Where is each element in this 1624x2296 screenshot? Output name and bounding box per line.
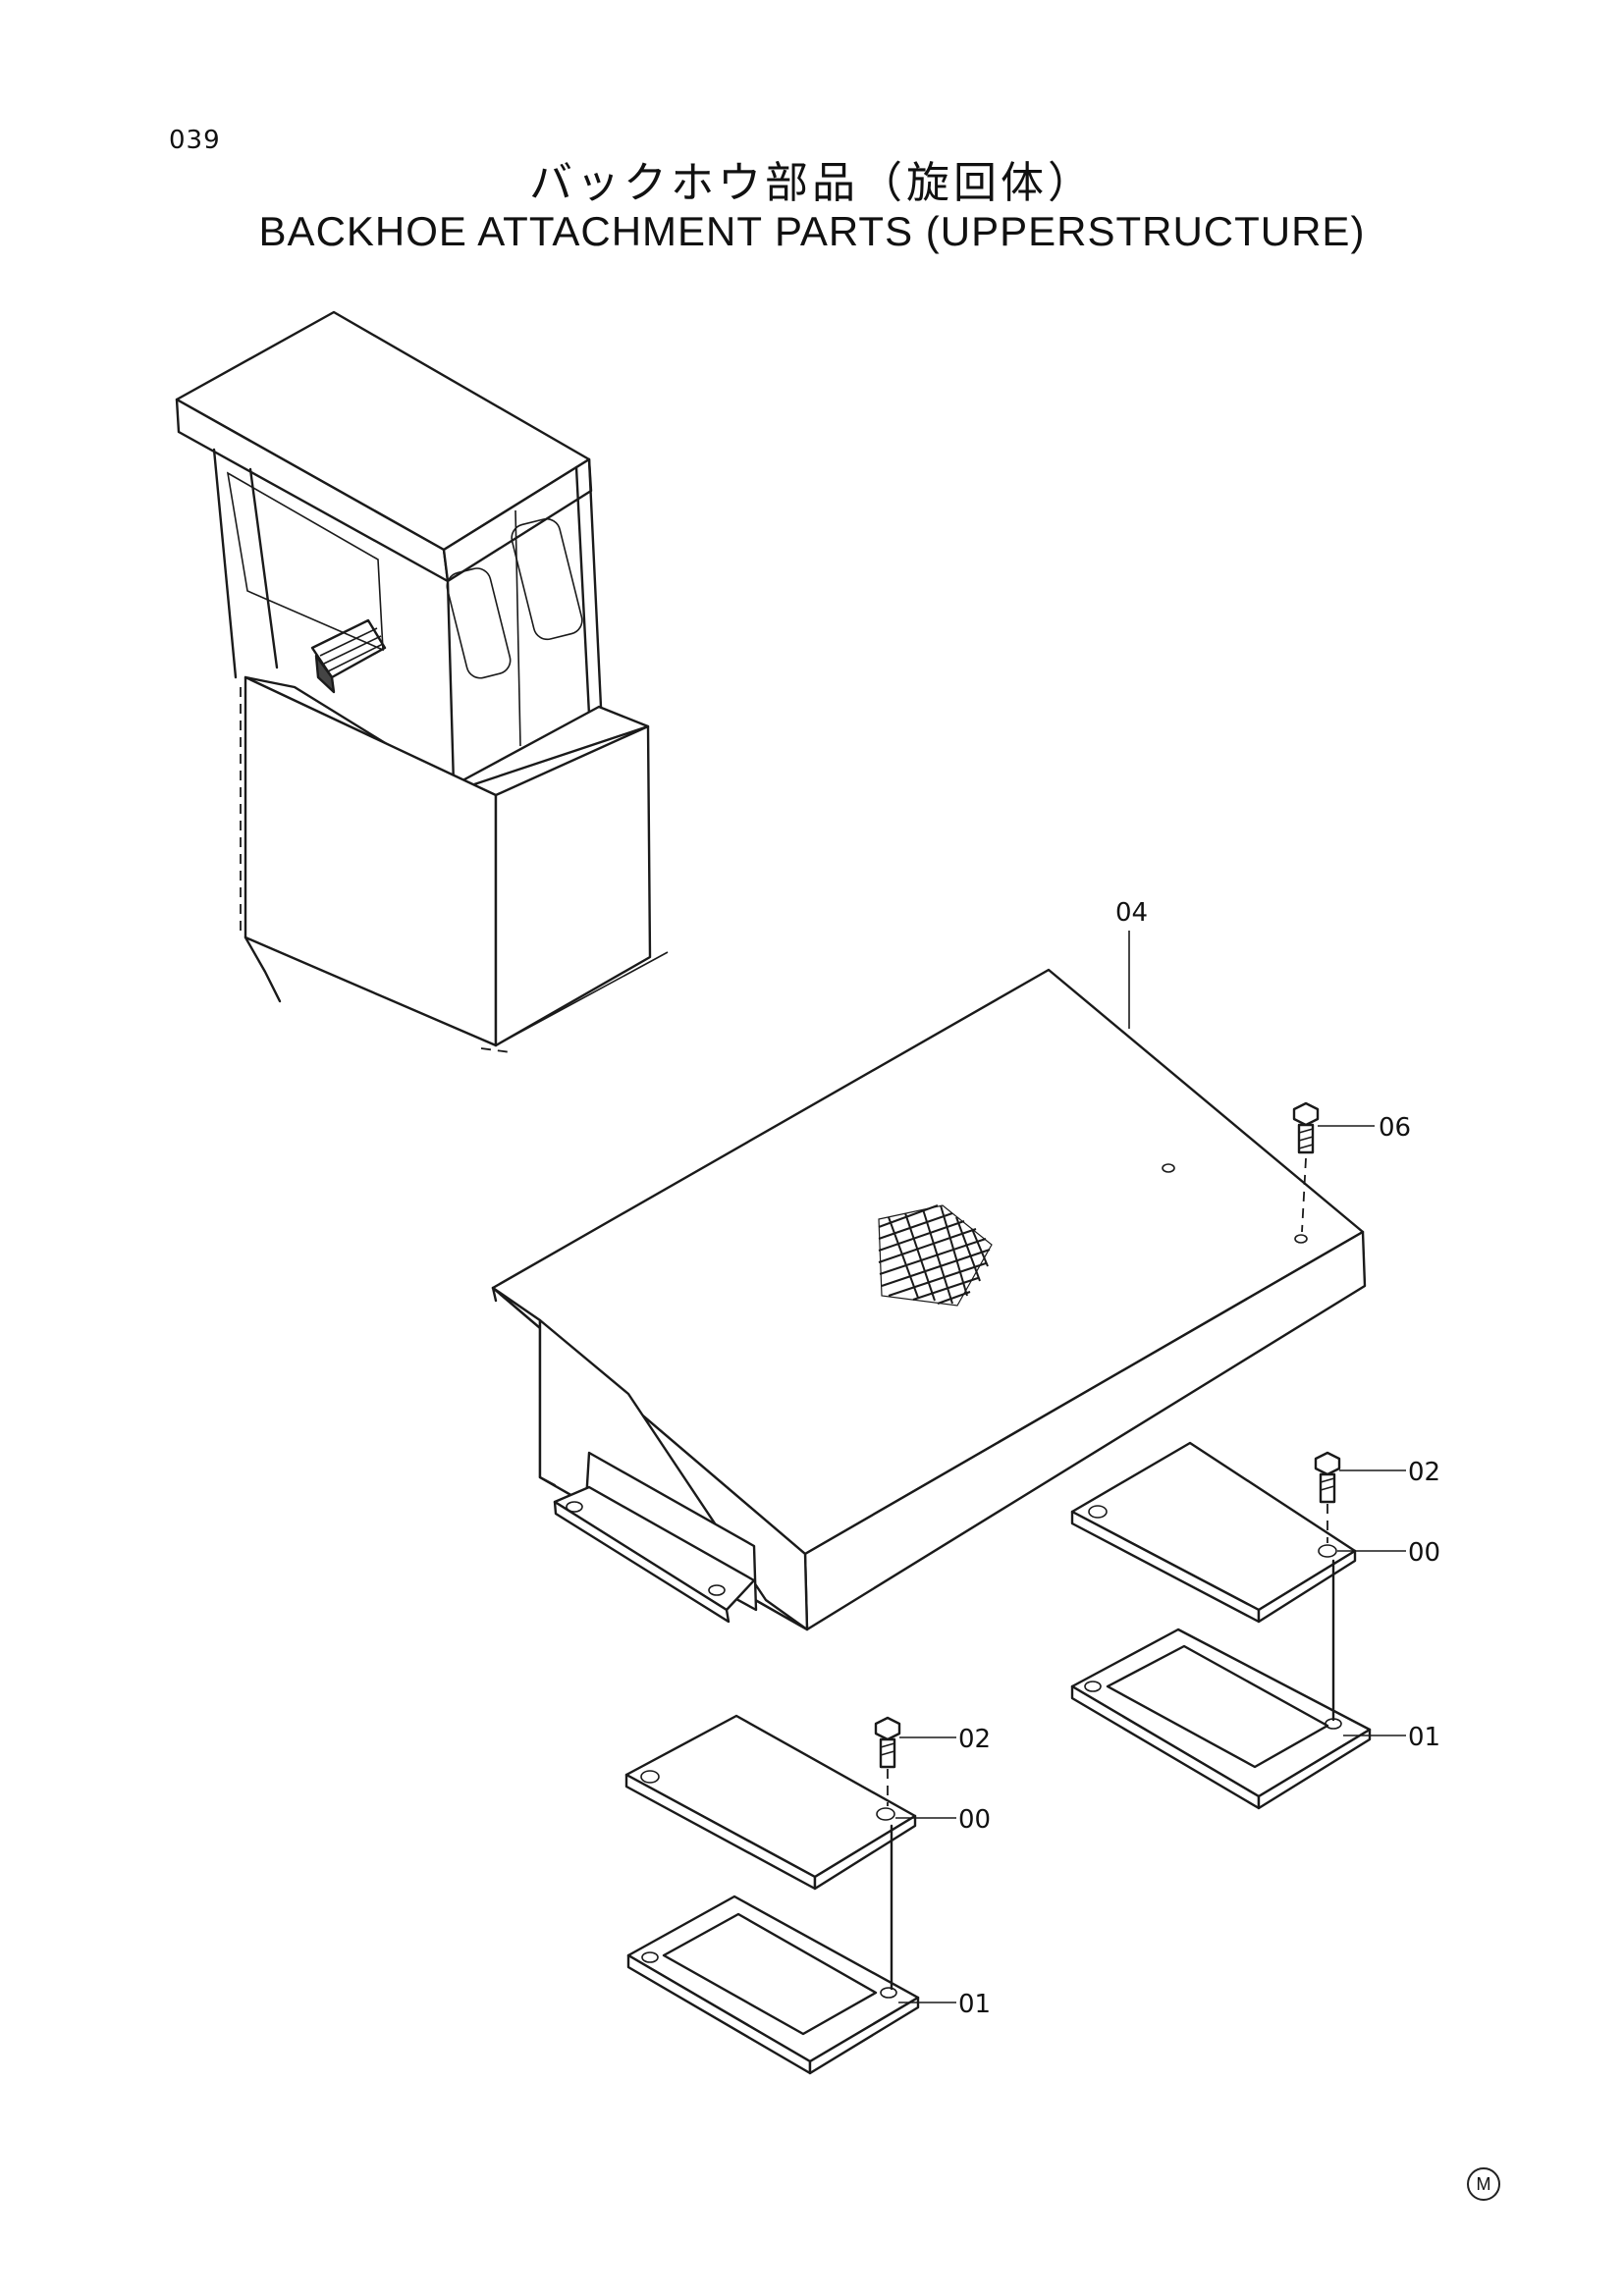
callout-06: 06: [1379, 1113, 1411, 1143]
callout-01-left: 01: [958, 1990, 991, 2019]
page-number: 039: [169, 126, 221, 155]
callout-04: 04: [1115, 898, 1148, 928]
left-plate-set-drawing: [624, 1714, 920, 2075]
circled-m-mark: M: [1467, 2167, 1500, 2201]
cover-mesh-grille: [878, 1204, 993, 1307]
cab-context-drawing: [175, 310, 669, 1053]
right-plate-set-drawing: [1070, 1441, 1372, 1810]
callout-01-right: 01: [1408, 1723, 1440, 1752]
callout-02-right: 02: [1408, 1458, 1440, 1487]
cover-assembly-drawing: [491, 968, 1367, 1631]
page-title-english: BACKHOE ATTACHMENT PARTS (UPPERSTRUCTURE…: [258, 208, 1366, 254]
callout-02-left: 02: [958, 1725, 991, 1754]
callout-00-right: 00: [1408, 1538, 1440, 1568]
callout-00-left: 00: [958, 1805, 991, 1835]
cover-bolt-drawing: [1292, 1101, 1320, 1233]
page-title-japanese: バックホウ部品（旋回体）: [529, 158, 1095, 208]
